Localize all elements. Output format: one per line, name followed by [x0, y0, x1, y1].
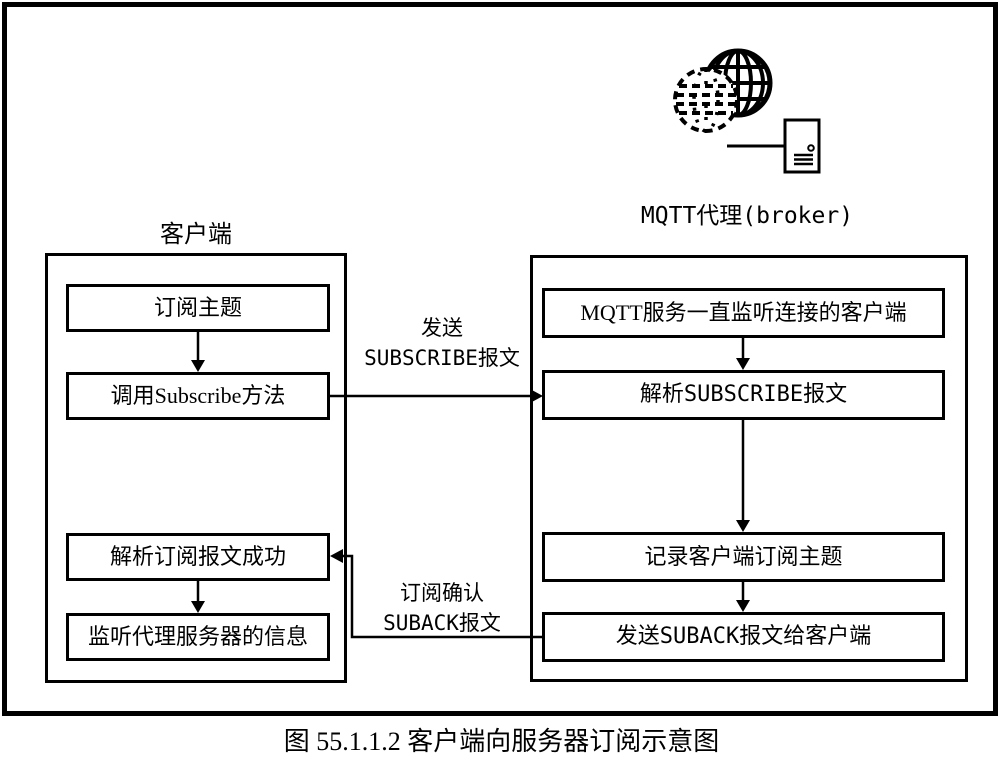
server-step-send-suback: 发送SUBACK报文给客户端 [542, 612, 945, 662]
subscribe-flow-label-line1: 发送 [421, 316, 463, 340]
outer-frame [2, 2, 998, 716]
subscribe-flow-label-line2: SUBSCRIBE报文 [364, 346, 520, 371]
subscribe-flow-label: 发送 SUBSCRIBE报文 [337, 313, 547, 374]
suback-flow-label: 订阅确认 SUBACK报文 [337, 578, 547, 639]
client-step-subscribe-topic: 订阅主题 [66, 284, 330, 332]
server-step-record-topic: 记录客户端订阅主题 [542, 532, 945, 582]
client-label: 客户端 [160, 222, 232, 248]
server-group-box [530, 255, 968, 682]
client-group-box [45, 253, 347, 683]
suback-flow-label-line1: 订阅确认 [400, 581, 484, 605]
figure-caption: 图 55.1.1.2 客户端向服务器订阅示意图 [283, 727, 720, 756]
suback-flow-label-line2: SUBACK报文 [383, 611, 501, 636]
client-step-call-subscribe: 调用Subscribe方法 [66, 372, 330, 420]
client-step-parse-success: 解析订阅报文成功 [66, 533, 330, 581]
server-step-parse-subscribe: 解析SUBSCRIBE报文 [542, 370, 945, 420]
broker-label: MQTT代理(broker) [640, 203, 854, 229]
server-step-listening: MQTT服务一直监听连接的客户端 [542, 288, 945, 338]
client-step-listen-broker: 监听代理服务器的信息 [66, 613, 330, 661]
